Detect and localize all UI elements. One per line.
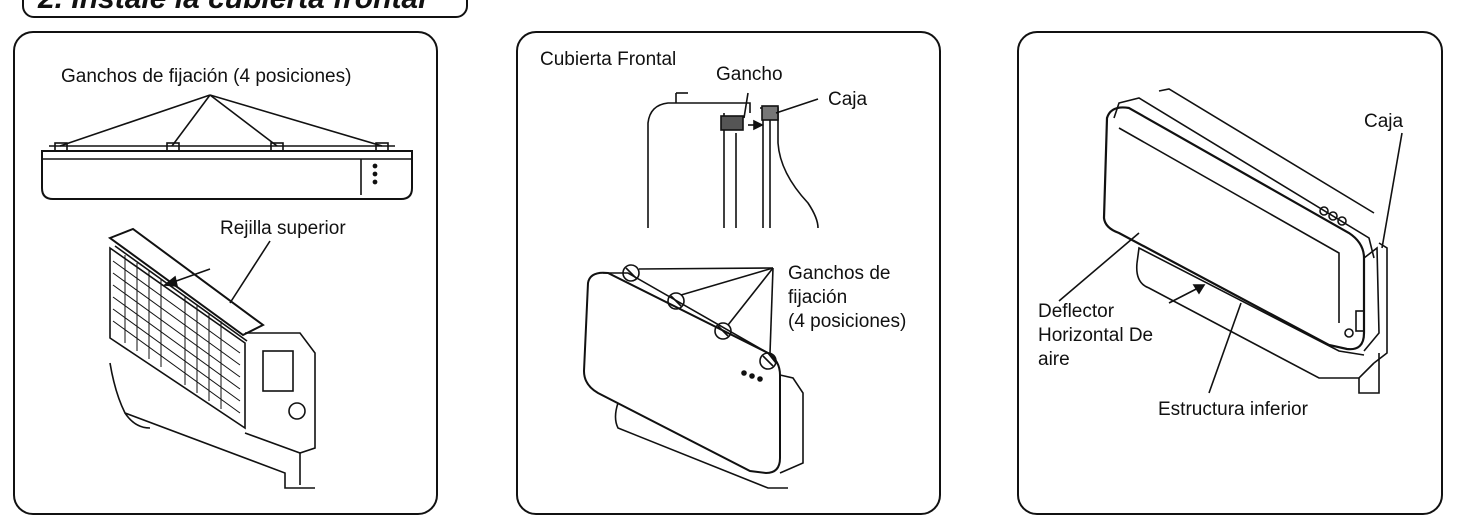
panel-assembled-unit: Caja Deflector Horizontal De aire Estruc… bbox=[1017, 31, 1443, 515]
deflector-label-line2: Horizontal De bbox=[1038, 325, 1154, 346]
panel-front-cover-hooks: Ganchos de fijación (4 posiciones) Rejil… bbox=[13, 31, 438, 515]
hook-label: Gancho bbox=[716, 64, 783, 85]
grille-label: Rejilla superior bbox=[220, 218, 346, 239]
assembled-unit-illustration bbox=[1058, 88, 1403, 394]
lower-frame-label: Estructura inferior bbox=[1158, 399, 1308, 420]
hooks-label: Ganchos de fijación (4 posiciones) bbox=[61, 66, 352, 87]
hooks-label-line2: fijación bbox=[788, 287, 848, 308]
front-cover-label: Cubierta Frontal bbox=[540, 49, 677, 70]
hooks-label-line1: Ganchos de bbox=[788, 263, 891, 284]
deflector-label-line1: Deflector bbox=[1038, 301, 1115, 322]
hooks-label-line3: (4 posiciones) bbox=[788, 311, 907, 332]
hook-detail-illustration bbox=[582, 92, 819, 489]
case-label: Caja bbox=[828, 89, 868, 110]
unit-with-grille-illustration bbox=[107, 227, 316, 489]
case-label-3: Caja bbox=[1364, 111, 1404, 132]
section-title: 2. Instale la cubierta frontal bbox=[38, 0, 426, 14]
panel-hook-detail: Cubierta Frontal Gancho Caja Ganchos de … bbox=[516, 31, 941, 515]
deflector-label-line3: aire bbox=[1038, 349, 1070, 370]
section-title-box: 2. Instale la cubierta frontal bbox=[22, 0, 468, 18]
front-cover-top-view-illustration bbox=[41, 94, 413, 489]
